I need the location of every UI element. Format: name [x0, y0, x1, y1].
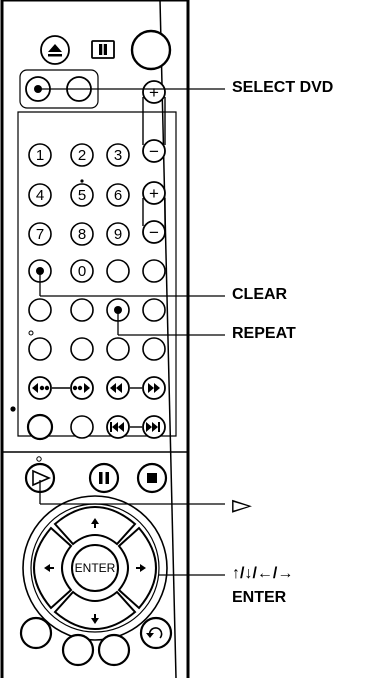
- side-button[interactable]: [26, 413, 54, 441]
- number-button-6[interactable]: [106, 183, 130, 207]
- blank-button-r6c1[interactable]: [28, 298, 52, 322]
- fast-forward-button[interactable]: [142, 376, 166, 400]
- bottom-center-right-button[interactable]: [97, 633, 131, 667]
- number-button-4[interactable]: [28, 183, 52, 207]
- volume-plus-label: +: [149, 83, 159, 102]
- select-dvd-callout: SELECT DVD: [232, 79, 334, 96]
- dpad-down-button[interactable]: [53, 590, 137, 630]
- keypad-panel: [17, 111, 177, 437]
- blank-button-r5c3[interactable]: [106, 259, 130, 283]
- blank-button-r6c2[interactable]: [70, 298, 94, 322]
- blank-button-r9c2[interactable]: [70, 415, 94, 439]
- number-4-label: 4: [36, 187, 44, 204]
- dpad-left-button[interactable]: [33, 526, 73, 610]
- stop-button[interactable]: [136, 462, 168, 494]
- blank-button-r5c4[interactable]: [142, 259, 166, 283]
- instant-replay-button[interactable]: [28, 376, 52, 400]
- bottom-center-left-button[interactable]: [61, 633, 95, 667]
- number-button-9[interactable]: [106, 222, 130, 246]
- previous-button[interactable]: [106, 415, 130, 439]
- number-button-8[interactable]: [70, 222, 94, 246]
- instant-advance-button[interactable]: [70, 376, 94, 400]
- number-2-label: 2: [78, 147, 86, 164]
- pause-button[interactable]: [88, 462, 120, 494]
- enter-button-label: ENTER: [75, 561, 116, 575]
- arrows-callout: ↑/↓/←/→: [232, 565, 294, 582]
- power-button[interactable]: [130, 29, 172, 71]
- repeat-callout: REPEAT: [232, 325, 296, 342]
- number-0-label: 0: [78, 263, 86, 280]
- return-button[interactable]: [139, 616, 173, 650]
- channel-plus-label: +: [149, 184, 159, 203]
- tactile-dot-icon: [80, 179, 84, 183]
- blank-button-r7c2[interactable]: [70, 337, 94, 361]
- blank-button-r7c4[interactable]: [142, 337, 166, 361]
- enter-callout: ENTER: [232, 589, 287, 606]
- number-button-5[interactable]: [70, 183, 94, 207]
- tactile-dot-icon: [28, 330, 34, 336]
- number-button-7[interactable]: [28, 222, 52, 246]
- led-indicator-icon: [10, 406, 16, 412]
- blank-button-r6c4[interactable]: [142, 298, 166, 322]
- play-symbol-callout: ▻: [232, 489, 252, 519]
- clear-callout: CLEAR: [232, 286, 288, 303]
- number-button-2[interactable]: [70, 143, 94, 167]
- blank-button-r7c1[interactable]: [28, 337, 52, 361]
- number-7-label: 7: [36, 226, 44, 243]
- blank-button-r7c3[interactable]: [106, 337, 130, 361]
- next-button[interactable]: [142, 415, 166, 439]
- channel-rocker[interactable]: [142, 181, 166, 244]
- number-3-label: 3: [114, 147, 122, 164]
- bottom-left-button[interactable]: [19, 616, 53, 650]
- remote-side-edge: [159, 0, 177, 678]
- number-9-label: 9: [114, 226, 122, 243]
- dpad-up-button[interactable]: [53, 506, 137, 546]
- channel-minus-label: −: [149, 223, 159, 242]
- dpad-right-button[interactable]: [117, 526, 157, 610]
- number-6-label: 6: [114, 187, 122, 204]
- number-button-1[interactable]: [28, 143, 52, 167]
- number-8-label: 8: [78, 226, 86, 243]
- volume-rocker[interactable]: [142, 80, 166, 163]
- number-button-0[interactable]: [70, 259, 94, 283]
- number-button-3[interactable]: [106, 143, 130, 167]
- volume-minus-label: −: [149, 142, 159, 161]
- rewind-button[interactable]: [106, 376, 130, 400]
- play-button[interactable]: [24, 456, 56, 494]
- number-1-label: 1: [36, 147, 44, 164]
- display-button[interactable]: [91, 40, 115, 59]
- number-5-label: 5: [78, 187, 86, 204]
- enter-button[interactable]: [71, 544, 119, 592]
- eject-button[interactable]: [40, 35, 70, 65]
